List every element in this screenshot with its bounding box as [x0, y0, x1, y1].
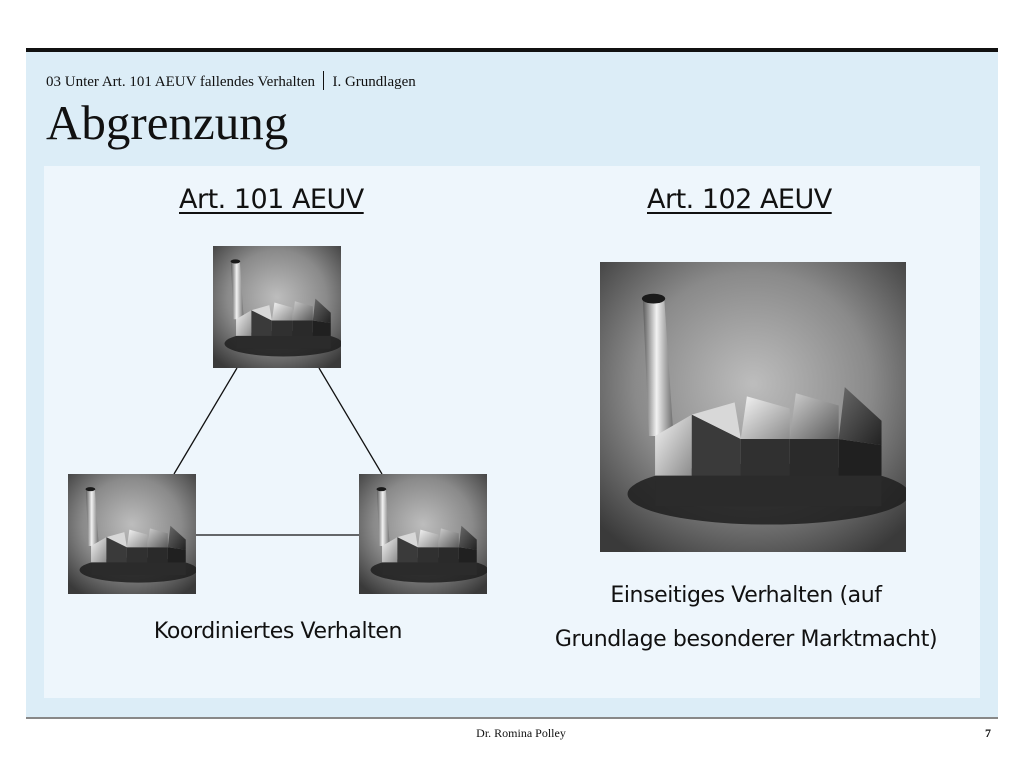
heading-art-101: Art. 101 AEUV [179, 184, 364, 215]
factory-icon [600, 262, 906, 552]
factory-icon [213, 246, 341, 368]
footer-author: Dr. Romina Polley [476, 726, 566, 740]
caption-line-1: Einseitiges Verhalten (auf [610, 583, 882, 608]
caption-unilateral-conduct: Einseitiges Verhalten (auf Grundlage bes… [520, 574, 972, 662]
breadcrumb-section: 03 Unter Art. 101 AEUV fallendes Verhalt… [46, 74, 315, 90]
caption-coordinated-conduct: Koordiniertes Verhalten [153, 619, 403, 644]
factory-icon [359, 474, 487, 594]
caption-line-2: Grundlage besonderer Marktmacht) [554, 627, 938, 652]
breadcrumb-subsection: I. Grundlagen [332, 74, 416, 90]
breadcrumb-separator [322, 71, 325, 90]
heading-art-102: Art. 102 AEUV [647, 184, 832, 215]
bottom-rule [26, 717, 998, 719]
top-rule [26, 48, 998, 52]
page-number: 7 [985, 726, 991, 740]
factory-icon [68, 474, 196, 594]
slide-title: Abgrenzung [46, 95, 289, 150]
breadcrumb: 03 Unter Art. 101 AEUV fallendes Verhalt… [46, 71, 416, 91]
